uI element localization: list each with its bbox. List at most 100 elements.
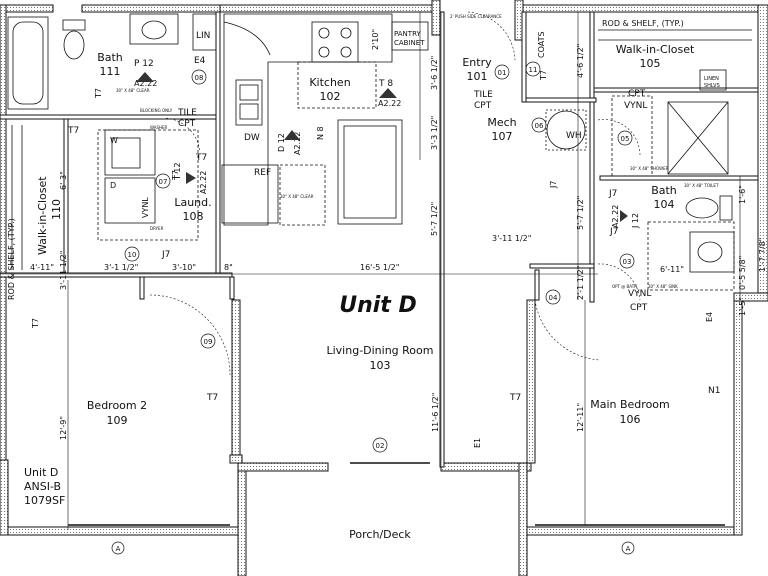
tag-t7-bath111: T7 <box>94 88 103 99</box>
room-bath111-number: 111 <box>100 65 121 78</box>
dim-3-10: 3'-10" <box>172 263 196 272</box>
note-opt-bath: OPT @ BATH <box>612 284 637 289</box>
label-lin: LIN <box>196 31 210 41</box>
label-linen-shlvs: SHLVS <box>704 83 720 89</box>
note-clear-sink: 30" X 48" SINK <box>648 284 678 289</box>
door-tag-03: 03 <box>623 258 632 266</box>
dim-6-11: 6'-11" <box>660 265 684 274</box>
room-bedroom2-number: 109 <box>107 414 128 427</box>
tag-j7-bath: J7 <box>608 189 617 199</box>
room-bath104-number: 104 <box>654 198 675 211</box>
tag-t7-laund-right: T7 <box>171 170 180 181</box>
label-w: W <box>110 136 118 145</box>
room-closet105-number: 105 <box>640 57 661 70</box>
finish-vynl-bath: VYNL <box>624 101 647 111</box>
finish-vynl-bath-lower: VYNL <box>628 289 651 299</box>
door-tag-06: 06 <box>535 122 544 130</box>
room-living-name: Living-Dining Room <box>326 344 433 357</box>
room-laund-number: 108 <box>183 210 204 223</box>
tag-e1-living: E1 <box>473 438 482 448</box>
tag-a222-bath: A2.22 <box>134 79 157 88</box>
label-rod-shelf-side: ROD & SHELF, (TYP.) <box>7 218 16 300</box>
tag-e4-bath111: E4 <box>194 56 206 66</box>
finish-cpt-bath-lower: CPT <box>630 303 648 313</box>
tag-d12: D 12 <box>277 133 286 152</box>
note-push-side: 2' PUSH SIDE CLEARANCE <box>450 14 502 19</box>
dim-2-10: 2'10" <box>371 29 380 50</box>
tag-t7-bedroom2: T7 <box>206 393 218 403</box>
section-marker-left: A <box>116 545 121 553</box>
room-bath104-name: Bath <box>651 184 677 197</box>
dim-8: 8" <box>224 263 233 272</box>
door-tag-11: 11 <box>529 66 538 74</box>
doors <box>149 11 641 376</box>
dim-3-6-half: 3'-6 1/2" <box>430 56 439 90</box>
unit-title: Unit D <box>339 293 417 318</box>
room-closet105-name: Walk-in-Closet <box>616 43 695 56</box>
label-coats: COATS <box>537 31 546 58</box>
room-living-number: 103 <box>370 359 391 372</box>
note-clear-ref: 30" X 48" CLEAR <box>280 194 314 199</box>
dim-4-11: 4'-11" <box>30 263 54 272</box>
room-main-bedroom-number: 106 <box>620 413 641 426</box>
dim-3-11-half-top: 3'-11 1/2" <box>492 234 531 243</box>
finish-tile-kitchen: TILE <box>177 108 197 118</box>
door-tag-05: 05 <box>621 135 630 143</box>
tag-n8: N 8 <box>316 126 325 140</box>
section-marker-right: A <box>626 545 631 553</box>
door-tag-02: 02 <box>376 442 385 450</box>
door-tag-04: 04 <box>549 294 558 302</box>
room-entry-number: 101 <box>467 70 488 83</box>
finish-cpt-entry: CPT <box>474 101 492 111</box>
tag-t12: T 12 <box>173 162 182 181</box>
dim-5-7-half-b: 5'-7 1/2" <box>576 196 585 230</box>
door-tag-10: 10 <box>128 251 137 259</box>
label-pantry: PANTRY <box>394 30 421 38</box>
dim-16-5-half: 16'-5 1/2" <box>360 263 399 272</box>
room-porch: Porch/Deck <box>349 528 411 541</box>
tag-a222-kitchen-b: A2.22 <box>293 132 302 155</box>
finish-cpt-laund: CPT <box>178 119 196 129</box>
finish-tile-entry: TILE <box>473 90 493 100</box>
tag-t7-left: T7 <box>31 318 40 329</box>
door-tag-08: 08 <box>195 74 204 82</box>
tag-e4-main: E4 <box>705 312 714 322</box>
dim-12-11: 12'-11" <box>576 403 585 432</box>
door-tags <box>124 61 635 453</box>
tag-j12: J 12 <box>631 213 640 229</box>
label-wh: WH <box>566 131 582 141</box>
room-bedroom2-name: Bedroom 2 <box>87 399 147 412</box>
note-clear-shower: 30" X 48" SHOWER <box>630 166 669 171</box>
dim-4-6-half: 4'-6 1/2" <box>576 44 585 78</box>
dim-11-6-half: 11'-6 1/2" <box>431 393 440 432</box>
dim-6-3: 6'-3" <box>59 171 68 190</box>
tag-j7-bath-b: J7 <box>609 227 618 237</box>
room-bath111-name: Bath <box>97 51 123 64</box>
tags: T7 T7 T7 T7 T7 T7 T7 T7 J7 J7 J7 J7 E4 E… <box>31 56 720 448</box>
room-closet110-number: 110 <box>50 199 63 220</box>
tag-j7-mech: J7 <box>549 181 558 189</box>
note-clear-bath: 30" X 48" CLEAR <box>116 88 150 93</box>
tag-n1-main: N1 <box>708 386 720 396</box>
room-mech-number: 107 <box>492 130 513 143</box>
door-tag-07: 07 <box>159 178 168 186</box>
finish-vynl-laund: VYNL <box>141 197 150 218</box>
door-tag-labels: 01 02 03 04 05 06 07 08 09 10 11 <box>128 66 632 450</box>
dim-0-5-8: 0'-5 5/8" <box>738 256 747 290</box>
finish-labels: TILE CPT TILE CPT CPT VYNL VYNL CPT VYNL <box>141 89 651 313</box>
fixtures <box>7 13 752 291</box>
note-blocking: BLOCKING ONLY <box>140 108 173 113</box>
unit-info-line2: ANSI-B <box>24 480 61 493</box>
dim-1-7-8: 1'-7 7/8" <box>758 238 767 272</box>
note-clear-toilet: 30" X 48" TOILET <box>684 183 719 188</box>
label-rod-shelf-top: ROD & SHELF, (TYP.) <box>602 19 684 28</box>
dim-1-5: 1'-5" <box>738 297 747 316</box>
door-tag-01: 01 <box>498 69 507 77</box>
room-entry-name: Entry <box>462 56 492 69</box>
label-dw: DW <box>244 133 260 143</box>
unit-info-line1: Unit D <box>24 466 58 479</box>
label-cabinet: CABINET <box>394 39 425 47</box>
door-tag-09: 09 <box>204 338 213 346</box>
label-linen: LINEN <box>704 76 719 82</box>
dimension-labels: 2'10" 3'-6 1/2" 4'-6 1/2" 3'-3 1/2" 5'-7… <box>30 29 767 440</box>
